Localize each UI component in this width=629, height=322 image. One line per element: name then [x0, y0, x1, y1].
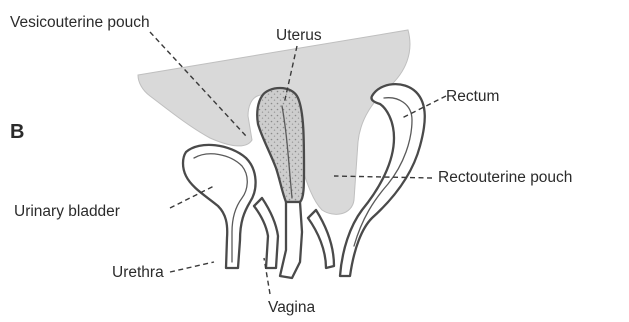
panel-letter: B	[10, 121, 24, 143]
label-vagina: Vagina	[268, 299, 315, 316]
leader-urethra	[170, 262, 214, 272]
label-uterus: Uterus	[276, 27, 322, 44]
label-rectouterine-pouch: Rectouterine pouch	[438, 169, 572, 186]
label-urinary-bladder: Urinary bladder	[14, 203, 120, 220]
uterus-shape	[257, 88, 304, 202]
rectum-posterior-wall	[308, 210, 334, 268]
vagina-shape	[280, 202, 302, 278]
label-vesicouterine-pouch: Vesicouterine pouch	[10, 14, 150, 31]
label-rectum: Rectum	[446, 88, 499, 105]
vagina-front-wall	[254, 198, 278, 268]
urinary-bladder-shape	[183, 145, 256, 268]
label-urethra: Urethra	[112, 264, 164, 281]
